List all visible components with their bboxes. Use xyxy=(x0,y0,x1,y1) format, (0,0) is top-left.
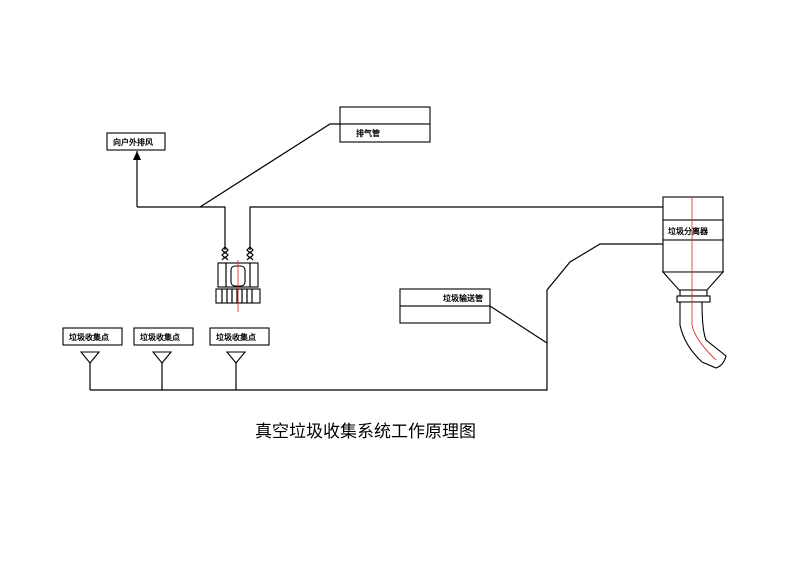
collection-point-2-label: 垃圾收集点 xyxy=(140,332,180,342)
separator-label: 垃圾分离器 xyxy=(668,226,709,236)
conveying-pipe-label: 垃圾输送管 xyxy=(443,293,483,303)
exhaust-pipe-leader xyxy=(199,123,340,208)
collection-point-2: 垃圾收集点 xyxy=(133,327,194,390)
separator-centerline xyxy=(691,197,717,361)
diagram-caption: 真空垃圾收集系统工作原理图 xyxy=(255,422,476,442)
collection-point-1-label: 垃圾收集点 xyxy=(69,332,109,342)
exhaust-pipe-label: 排气管 xyxy=(356,128,380,138)
inlet-1-icon xyxy=(79,351,101,364)
exhaust-line-left xyxy=(137,206,226,250)
collection-point-3: 垃圾收集点 xyxy=(209,327,270,390)
exhaust-arrow-icon xyxy=(133,151,141,160)
spring-left-icon xyxy=(221,246,229,261)
exhaust-outdoor-box xyxy=(106,132,166,151)
separator-valve xyxy=(676,295,711,303)
collection-point-2-box xyxy=(133,327,194,346)
collection-point-3-box xyxy=(209,327,270,346)
suction-line-top xyxy=(249,206,663,250)
separator-node: 垃圾分离器 xyxy=(661,196,727,369)
separator-outlet-pipe xyxy=(679,301,727,369)
conveying-pipe-box-bottom xyxy=(399,305,491,324)
exhaust-pipe-node: 排气管 xyxy=(199,106,431,208)
separator-flange xyxy=(679,289,708,297)
collection-point-1-box xyxy=(62,327,123,346)
collection-point-3-label: 垃圾收集点 xyxy=(216,332,256,342)
collection-point-1: 垃圾收集点 xyxy=(62,327,123,390)
conveying-pipe-leader xyxy=(489,305,548,344)
exhaust-outdoor-label: 向户外排风 xyxy=(113,137,153,147)
spring-right-icon xyxy=(246,246,254,261)
vacuum-fan-unit xyxy=(215,246,261,312)
exhaust-pipe-box-top xyxy=(339,106,431,125)
exhaust-pipe-box-bottom xyxy=(339,123,431,143)
exhaust-outdoor-node: 向户外排风 xyxy=(106,132,166,207)
separator-label-box xyxy=(662,219,724,241)
inlet-2-icon xyxy=(151,351,173,364)
conveying-pipe-node: 垃圾输送管 xyxy=(90,243,663,391)
separator-hopper xyxy=(661,271,725,291)
inlet-3-icon xyxy=(225,351,247,364)
conveying-pipe-line xyxy=(90,243,663,391)
